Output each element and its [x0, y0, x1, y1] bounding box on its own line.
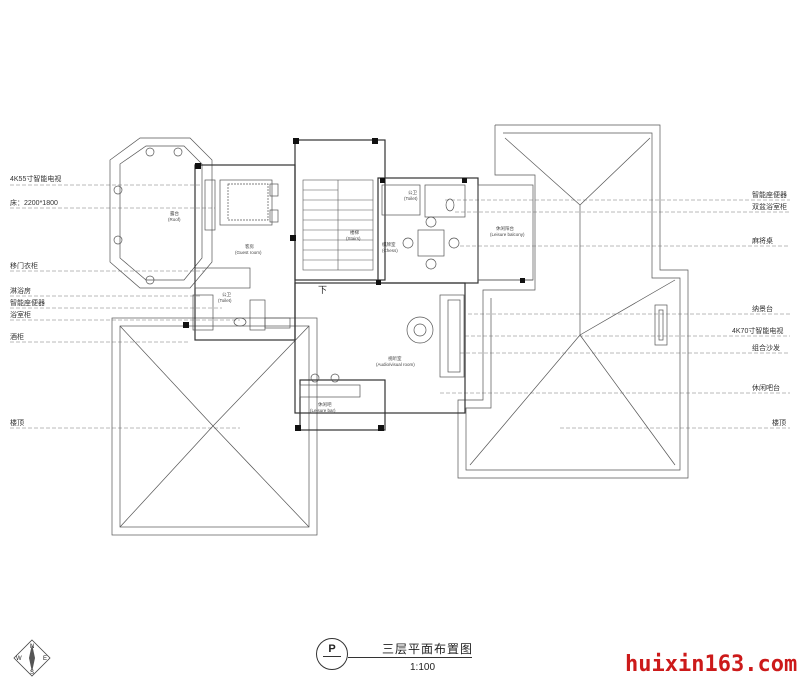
compass-w: W — [16, 656, 22, 662]
drawing-marker-line — [323, 656, 341, 657]
room-guest: 客房 — [245, 243, 254, 250]
room-toilet-left: 公卫 — [222, 292, 231, 297]
room-chess: 棋牌室 — [382, 241, 396, 248]
compass-n: N — [30, 644, 34, 650]
room-av-en: (Audio/visual room) — [376, 362, 415, 367]
room-stairs-en: (Stairs) — [346, 236, 361, 241]
room-toilet-right-en: (Toilet) — [404, 196, 418, 201]
watermark: huixin163.com — [625, 652, 798, 677]
right-label-toilet: 智能座便器 — [752, 192, 787, 199]
drawing-scale: 1:100 — [410, 662, 436, 673]
chess-table — [402, 216, 460, 270]
room-roof-terrace: 露台 — [170, 210, 179, 217]
left-label-roof: 楼顶 — [10, 420, 24, 427]
left-label-wardrobe: 移门衣柜 — [10, 263, 38, 270]
right-label-mahjong: 麻将桌 — [752, 238, 773, 245]
left-label-vanity: 浴室柜 — [10, 312, 31, 319]
right-label-bar: 休闲吧台 — [752, 385, 780, 392]
right-roof — [457, 124, 689, 479]
room-roof-terrace-en: (Roof) — [168, 217, 181, 222]
right-toilet — [381, 184, 466, 218]
av-room-furniture — [299, 294, 465, 398]
stairs-down-mark: 下 — [318, 285, 327, 295]
left-roof — [111, 317, 318, 536]
stairs — [302, 179, 374, 271]
left-label-bed: 床：2200*1800 — [10, 200, 58, 207]
octagon-terrace — [109, 137, 213, 289]
compass-icon: N S E W — [13, 639, 51, 677]
room-labels: 露台 (Roof) 客房 (Guest room) 楼梯 (Stairs) 公卫… — [168, 190, 525, 413]
drawing-marker-letter: P — [328, 643, 336, 655]
room-bar: 休闲吧 — [318, 401, 332, 408]
left-label-wine-cabinet: 酒柜 — [10, 334, 24, 341]
room-stairs: 楼梯 — [350, 229, 359, 236]
main-walls — [194, 139, 479, 431]
right-label-tv: 4K70寸智能电视 — [732, 328, 784, 335]
guest-bed — [204, 179, 279, 231]
left-label-tv: 4K55寸智能电视 — [10, 176, 62, 183]
room-balcony: 休闲阳台 — [496, 225, 514, 232]
room-guest-en: (Guest room) — [235, 250, 262, 255]
right-label-sofa: 组合沙发 — [752, 345, 780, 352]
room-bar-en: (Leisure bar) — [310, 408, 336, 413]
right-label-view-deck: 纳景台 — [752, 306, 773, 313]
compass-s: S — [30, 670, 34, 676]
drawing-title: 三层平面布置图 — [382, 642, 474, 656]
room-toilet-left-en: (Toilet) — [218, 298, 232, 303]
room-av: 视听室 — [388, 355, 402, 362]
title-underline — [348, 657, 472, 658]
drawing-marker: P — [316, 638, 348, 670]
room-toilet-right: 公卫 — [408, 190, 417, 195]
room-chess-en: (Chess) — [382, 248, 398, 253]
left-leader-lines — [10, 184, 240, 429]
left-label-toilet: 智能座便器 — [10, 300, 45, 307]
left-label-shower: 淋浴房 — [10, 288, 31, 295]
right-label-roof: 楼顶 — [772, 420, 786, 427]
right-leader-lines — [440, 199, 790, 429]
room-balcony-en: (Leisure balcony) — [490, 232, 525, 237]
compass-e: E — [43, 656, 47, 662]
right-label-double-vanity: 双盆浴室柜 — [752, 204, 787, 211]
left-bath — [192, 267, 291, 331]
columns — [183, 138, 525, 431]
